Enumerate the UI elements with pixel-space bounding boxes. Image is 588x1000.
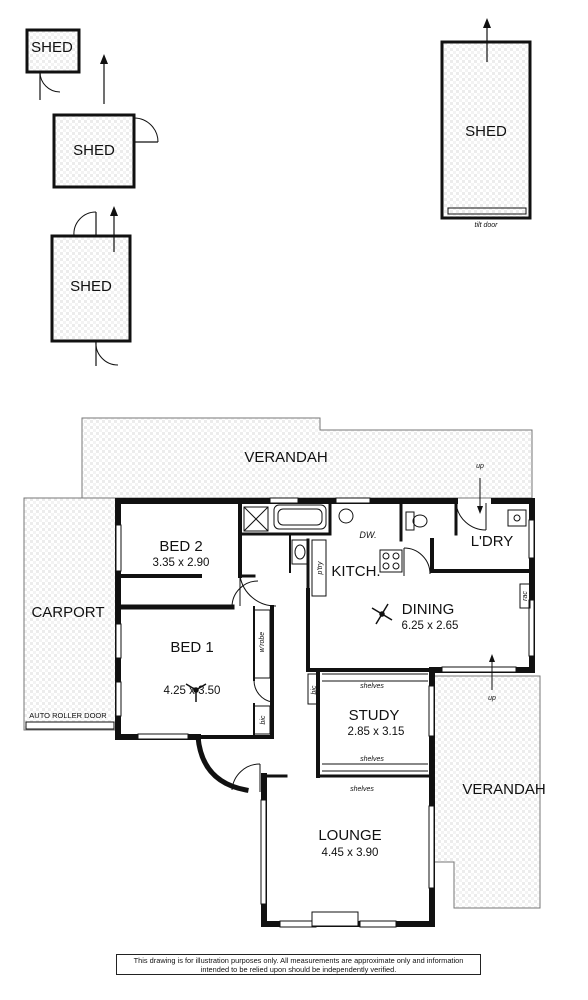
shelves-label: shelves bbox=[360, 756, 384, 763]
rac-label: rac bbox=[522, 591, 529, 601]
bed1-dims: 4.25 x 3.50 bbox=[164, 685, 221, 697]
up-arrow-icon bbox=[483, 18, 491, 62]
windows bbox=[115, 497, 535, 928]
study-label: STUDY bbox=[349, 707, 400, 724]
bic-label: bic bbox=[260, 715, 267, 724]
carport-label: CARPORT bbox=[31, 604, 104, 621]
verandah-side-label: VERANDAH bbox=[462, 781, 545, 798]
wardrobe-label: w'robe bbox=[259, 632, 266, 653]
lounge-label: LOUNGE bbox=[318, 827, 381, 844]
laundry-label: L'DRY bbox=[471, 533, 514, 550]
verandah-rear-label: VERANDAH bbox=[244, 449, 327, 466]
sink-icon bbox=[338, 508, 354, 524]
up-arrow-icon bbox=[110, 206, 118, 252]
disclaimer-line-2: intended to be relied upon should be ind… bbox=[200, 965, 397, 974]
dining-label: DINING bbox=[402, 601, 455, 618]
rear-verandah: VERANDAH bbox=[81, 417, 533, 499]
shower-icon bbox=[243, 506, 269, 532]
doors bbox=[231, 502, 487, 792]
shed-4: SHED tilt door bbox=[440, 40, 532, 229]
ceiling-fan-icon bbox=[371, 603, 393, 625]
shelves-label: shelves bbox=[350, 786, 374, 793]
bath-icon bbox=[273, 504, 327, 530]
shed-3-label: SHED bbox=[70, 278, 112, 295]
basin-icon bbox=[291, 539, 309, 565]
study-dims: 2.85 x 3.15 bbox=[348, 726, 405, 738]
side-verandah: VERANDAH bbox=[433, 675, 546, 909]
disclaimer-box: This drawing is for illustration purpose… bbox=[116, 954, 481, 975]
air-conditioner bbox=[519, 583, 531, 609]
trough-icon bbox=[507, 509, 527, 527]
bed1-label: BED 1 bbox=[170, 639, 213, 656]
shed-2-label: SHED bbox=[73, 142, 115, 159]
up-label: up bbox=[476, 463, 484, 470]
shelves-label: shelves bbox=[360, 683, 384, 690]
shed-1-label: SHED bbox=[31, 39, 73, 56]
lounge-dims: 4.45 x 3.90 bbox=[322, 847, 379, 859]
wardrobe bbox=[253, 609, 271, 679]
shed-2: SHED bbox=[52, 113, 159, 189]
shed-4-label: SHED bbox=[465, 123, 507, 140]
dishwasher-label: DW. bbox=[359, 530, 376, 540]
fixtures bbox=[243, 504, 531, 772]
disclaimer-line-1: This drawing is for illustration purpose… bbox=[133, 956, 464, 965]
up-label: up bbox=[488, 695, 496, 702]
stove-icon bbox=[379, 549, 403, 573]
up-arrow-icon bbox=[489, 654, 495, 690]
shed-1: SHED bbox=[25, 28, 81, 100]
toilet-icon bbox=[405, 511, 415, 531]
shed-3: SHED bbox=[50, 211, 132, 366]
bed2-dims: 3.35 x 2.90 bbox=[153, 557, 210, 569]
pantry-label: p'try bbox=[317, 561, 324, 576]
bic-label: bic bbox=[311, 685, 318, 694]
carport: CARPORT AUTO ROLLER DOOR bbox=[23, 497, 119, 731]
auto-roller-door-label: AUTO ROLLER DOOR bbox=[29, 711, 107, 720]
tilt-door-label: tilt door bbox=[475, 222, 499, 229]
up-arrow-icon bbox=[477, 478, 483, 514]
bed2-label: BED 2 bbox=[159, 538, 202, 555]
kitchen-label: KITCH. bbox=[331, 563, 380, 580]
dining-dims: 6.25 x 2.65 bbox=[402, 620, 459, 632]
ceiling-fan-icon bbox=[185, 683, 207, 702]
up-arrow-icon bbox=[100, 54, 108, 104]
pantry bbox=[311, 539, 327, 597]
